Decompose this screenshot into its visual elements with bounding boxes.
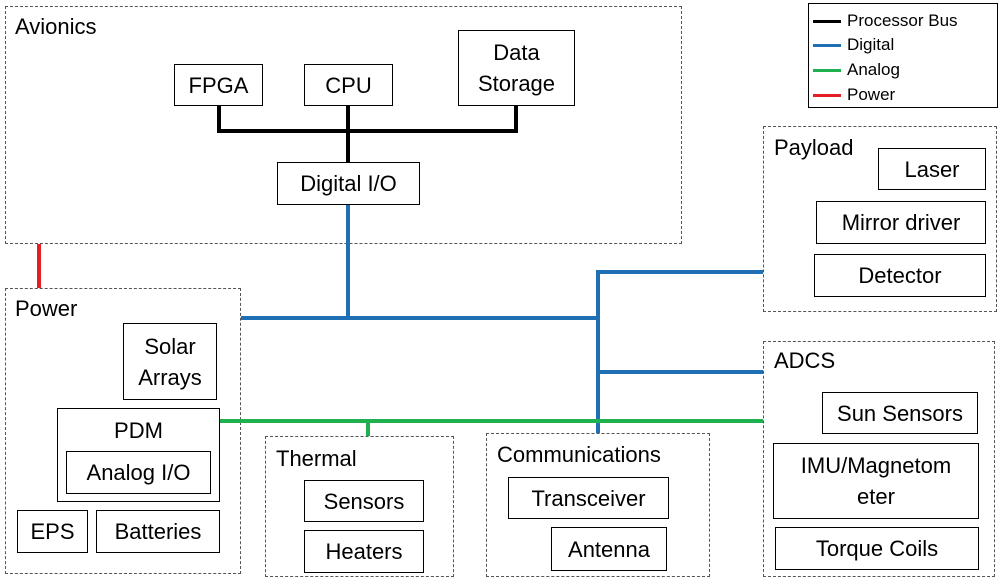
imu-label-line1: IMU/Magnetom	[800, 453, 952, 478]
legend-item-digital: Digital	[813, 34, 894, 56]
legend-swatch-digital	[813, 43, 841, 47]
legend: Processor Bus Digital Analog Power	[808, 3, 998, 108]
legend-swatch-analog	[813, 68, 841, 72]
cpu-box: CPU	[304, 64, 393, 106]
laser-label: Laser	[904, 156, 960, 182]
torque-coils-box: Torque Coils	[775, 527, 979, 570]
mirror-driver-label: Mirror driver	[841, 210, 961, 235]
digital-payload-link-line	[596, 270, 763, 274]
sun-sensors-label: Sun Sensors	[837, 400, 963, 426]
imu-label-line2: eter	[857, 484, 895, 509]
eps-box: EPS	[17, 510, 88, 553]
transceiver-label: Transceiver	[531, 485, 646, 511]
sun-sensors-box: Sun Sensors	[822, 392, 978, 434]
digital-vertical-trunk-line	[596, 270, 600, 433]
digital-io-drop-line	[346, 205, 350, 319]
processor-bus-cpu-drop	[346, 105, 350, 162]
legend-swatch-processor-bus	[813, 19, 841, 23]
thermal-title: Thermal	[276, 446, 357, 471]
digital-io-label: Digital I/O	[300, 171, 397, 196]
digital-adcs-link-line	[596, 370, 763, 374]
laser-box: Laser	[878, 148, 986, 190]
analog-io-box: Analog I/O	[66, 451, 211, 494]
solar-label-line2: Arrays	[138, 364, 202, 390]
antenna-label: Antenna	[568, 536, 650, 562]
legend-item-power: Power	[813, 84, 895, 106]
processor-bus-fpga-drop	[217, 105, 221, 133]
pdm-label: PDM	[114, 418, 163, 443]
data-storage-label-line2: Storage	[477, 71, 556, 96]
fpga-box: FPGA	[174, 64, 263, 106]
processor-bus-horizontal	[217, 129, 517, 133]
detector-box: Detector	[814, 254, 986, 297]
legend-label-processor-bus: Processor Bus	[847, 11, 958, 30]
legend-label-analog: Analog	[847, 60, 900, 79]
legend-label-digital: Digital	[847, 35, 895, 54]
analog-thermal-drop-line	[366, 419, 370, 436]
antenna-box: Antenna	[551, 527, 667, 571]
mirror-driver-box: Mirror driver	[816, 201, 986, 244]
detector-label: Detector	[858, 263, 942, 288]
power-title: Power	[15, 296, 78, 321]
adcs-group	[763, 341, 995, 577]
eps-label: EPS	[30, 519, 75, 544]
payload-group	[763, 126, 997, 312]
legend-swatch-power	[813, 93, 841, 97]
fpga-label: FPGA	[188, 72, 249, 98]
transceiver-box: Transceiver	[508, 477, 669, 519]
avionics-title: Avionics	[15, 14, 97, 39]
analog-main-bus-line	[219, 419, 763, 423]
thermal-group	[265, 436, 454, 577]
analog-io-label: Analog I/O	[86, 460, 191, 485]
avionics-group	[5, 6, 682, 244]
data-storage-box: Data Storage	[458, 30, 575, 106]
legend-label-power: Power	[847, 85, 896, 104]
cpu-label: CPU	[325, 72, 372, 98]
imu-magnetometer-box: IMU/Magnetom eter	[773, 443, 979, 519]
legend-item-processor-bus: Processor Bus	[813, 10, 958, 32]
digital-io-box: Digital I/O	[277, 162, 420, 205]
legend-item-analog: Analog	[813, 59, 900, 81]
batteries-label: Batteries	[114, 519, 202, 544]
adcs-title: ADCS	[774, 348, 836, 373]
communications-title: Communications	[497, 442, 661, 467]
power-link-line	[37, 244, 41, 288]
heaters-box: Heaters	[304, 530, 424, 573]
communications-group	[486, 433, 710, 577]
solar-arrays-box: Solar Arrays	[123, 323, 217, 400]
digital-main-bus-line	[241, 316, 600, 320]
solar-label-line1: Solar	[144, 333, 196, 359]
batteries-box: Batteries	[96, 510, 220, 553]
payload-title: Payload	[774, 135, 854, 160]
torque-coils-label: Torque Coils	[815, 536, 939, 561]
processor-bus-storage-drop	[514, 106, 518, 133]
thermal-sensors-label: Sensors	[323, 488, 405, 514]
heaters-label: Heaters	[325, 539, 403, 564]
thermal-sensors-box: Sensors	[304, 480, 424, 522]
power-group	[5, 288, 241, 574]
data-storage-label-line1: Data	[493, 40, 540, 65]
